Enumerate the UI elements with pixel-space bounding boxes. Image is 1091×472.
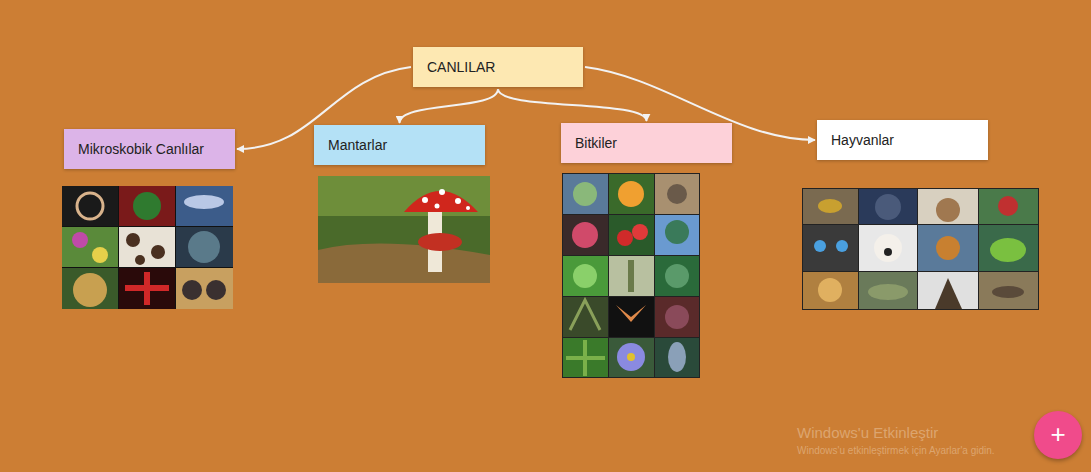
box-label: Mantarlar (328, 137, 387, 153)
microscopic-photo-grid (62, 186, 233, 309)
category-box: Bitkiler (561, 123, 732, 163)
box-label: Hayvanlar (831, 132, 894, 148)
button-icon: + (1034, 411, 1082, 459)
plants-photo-grid (562, 173, 700, 378)
box-label: CANLILAR (427, 59, 495, 75)
animals-photo-grid (802, 188, 1039, 310)
mushroom-photo (318, 176, 490, 283)
watermark-text: Windows'u etkinleştirmek için Ayarlar'a … (797, 445, 995, 456)
watermark-text: Windows'u Etkinleştir (797, 424, 938, 441)
add-button: + (1034, 411, 1082, 459)
category-box: Mantarlar (314, 125, 485, 165)
connector-arrow (498, 89, 647, 121)
root-box: CANLILAR (413, 47, 583, 87)
category-box: Mikroskobik Canlılar (64, 129, 235, 169)
category-box: Hayvanlar (817, 120, 988, 160)
connector-arrow (400, 89, 499, 123)
box-label: Mikroskobik Canlılar (78, 141, 204, 157)
box-label: Bitkiler (575, 135, 617, 151)
